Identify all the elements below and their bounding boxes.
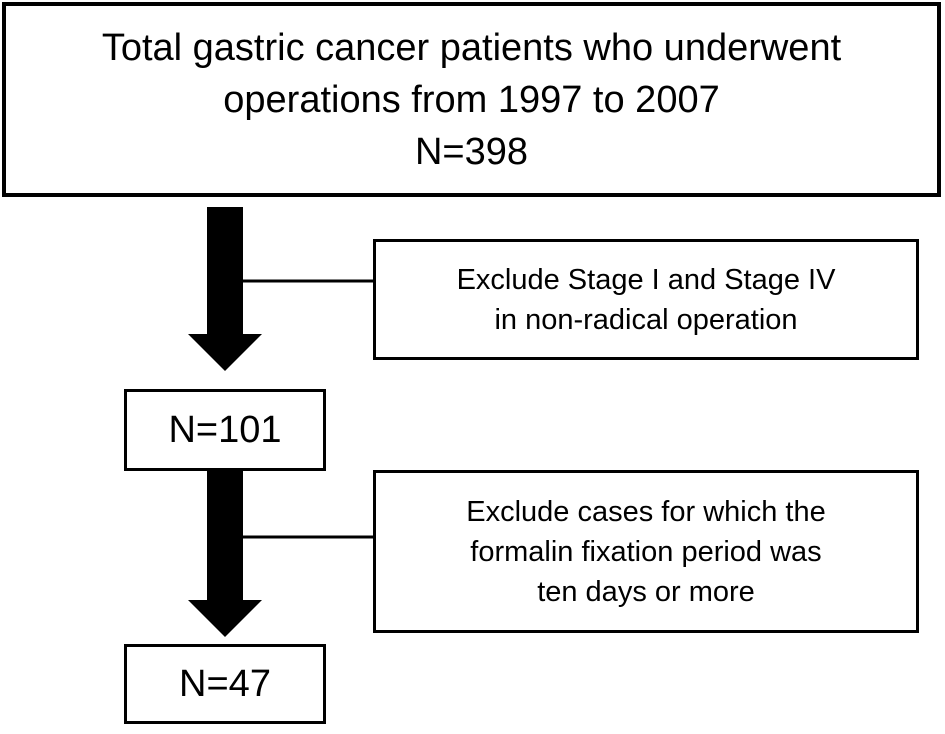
total-patients-box: Total gastric cancer patients who underw… <box>2 2 941 197</box>
exclusion-box-2: Exclude cases for which the formalin fix… <box>373 470 919 633</box>
count-101: N=101 <box>168 408 282 451</box>
exclusion-2-line-3: ten days or more <box>537 575 755 608</box>
total-line-2: operations from 1997 to 2007 <box>223 78 720 121</box>
exclusion-2-line-2: formalin fixation period was <box>470 535 822 568</box>
count-box-47: N=47 <box>124 644 326 724</box>
exclusion-box-1: Exclude Stage I and Stage IV in non-radi… <box>373 239 919 360</box>
count-box-101: N=101 <box>124 389 326 471</box>
arrow-down-1 <box>188 207 262 371</box>
total-line-1: Total gastric cancer patients who underw… <box>101 26 842 69</box>
count-47: N=47 <box>179 662 271 705</box>
total-count: N=398 <box>414 130 529 173</box>
exclusion-1-line-1: Exclude Stage I and Stage IV <box>456 263 836 296</box>
arrow-down-2 <box>188 471 262 637</box>
exclusion-1-line-2: in non-radical operation <box>494 303 798 336</box>
exclusion-2-line-1: Exclude cases for which the <box>466 495 826 528</box>
